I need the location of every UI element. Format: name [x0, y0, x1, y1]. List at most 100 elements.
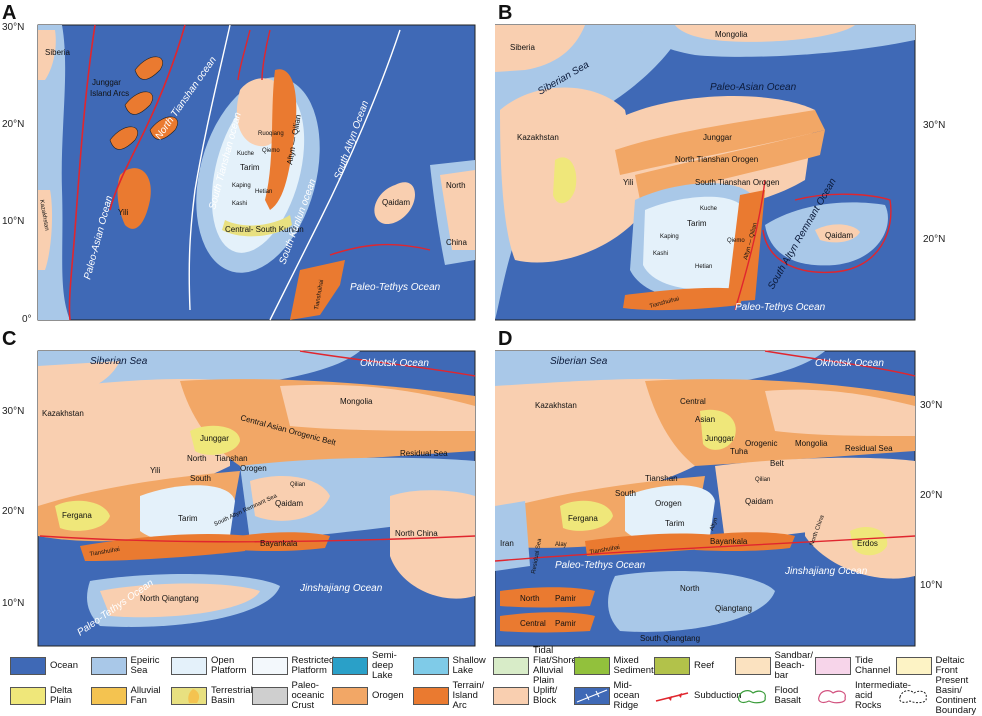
- label-north: North: [187, 454, 207, 463]
- junggar-island-arcs: [109, 56, 178, 150]
- legend-label: Subduction: [694, 690, 742, 701]
- mongolia-block: [280, 384, 475, 431]
- siberia-block: [38, 30, 56, 80]
- label-belt: Belt: [770, 459, 785, 468]
- legend-item-delta: Delta Plain: [10, 685, 90, 707]
- label-jinshajiang-ocean: Jinshajiang Ocean: [784, 566, 868, 577]
- label-tarim: Tarim: [178, 514, 198, 523]
- lat-b-30: 30°N: [923, 120, 945, 131]
- label-south: South: [190, 474, 211, 483]
- label-north-qiangtang: North: [680, 584, 700, 593]
- label-qiemo: Qiemo: [727, 238, 745, 244]
- label-hetian: Hetian: [695, 264, 712, 270]
- kazakhstan-block: [38, 190, 53, 270]
- label-qaidam: Qaidam: [745, 497, 773, 506]
- label-kashi: Kashi: [232, 201, 247, 207]
- legend-label: Paleo-oceanic Crust: [291, 680, 325, 711]
- legend-label: Tide Channel: [855, 655, 891, 676]
- legend-swatch: [898, 690, 927, 704]
- label-paleo-asian-ocean: Paleo-Asian Ocean: [710, 82, 797, 93]
- label-siberia: Siberia: [45, 48, 70, 57]
- legend-label: Orogen: [372, 690, 404, 701]
- lat-d-10: 10°N: [920, 580, 942, 591]
- legend-item-boundary: Present Basin/ Continent Boundary: [896, 676, 976, 716]
- legend-swatch: [171, 687, 207, 705]
- mongolia-block: [675, 25, 855, 42]
- legend-label: Ocean: [50, 660, 78, 671]
- label-siberia: Siberia: [510, 43, 535, 52]
- legend-label: Epeiric Sea: [130, 655, 160, 676]
- label-qaidam: Qaidam: [382, 198, 410, 207]
- label-kazakhstan: Kazakhstan: [517, 133, 559, 142]
- legend-swatch: [493, 657, 529, 675]
- panel-letter-b: B: [498, 2, 513, 24]
- panel-letter-d: D: [498, 328, 513, 350]
- qiangtang-shelf: [608, 571, 775, 632]
- legend-label: Mid-ocean Ridge: [613, 680, 640, 711]
- label-kazakhstan: Kazakhstan: [42, 409, 84, 418]
- label-residual-sea: Residual Sea: [845, 444, 893, 453]
- legend-item-orogen: Orogen: [332, 685, 404, 707]
- label-kazakhstan: Kazakhstan: [535, 401, 577, 410]
- siberia-block: [495, 25, 585, 72]
- label-tianshuihai: Tianshuihai: [314, 279, 325, 310]
- erdos-basin: [850, 526, 888, 556]
- subduction-line-west: [68, 24, 96, 321]
- legend-item-open-platform: Open Platform: [171, 655, 251, 677]
- north-tianshan-orogen: [615, 110, 825, 175]
- label-kazakhstan: Kazakhstan: [38, 199, 49, 231]
- legend-item-reef: Reef: [654, 655, 714, 677]
- legend-item-ridge: Mid-ocean Ridge: [573, 681, 654, 711]
- subduction-line-altyn: [734, 179, 766, 311]
- legend-item-ocean: Ocean: [10, 655, 78, 677]
- label-qaidam: Qaidam: [825, 231, 853, 240]
- tianshuihai-block: [290, 260, 345, 320]
- label-erdos: Erdos: [857, 539, 878, 548]
- label-fergana: Fergana: [62, 511, 92, 520]
- legend-label: Mixed Sedimentation: [613, 655, 675, 676]
- label-tarim: Tarim: [687, 219, 707, 228]
- legend-swatch: [818, 690, 846, 704]
- label-yili: Yili: [118, 208, 129, 217]
- mid-ocean-ridge-south-tianshan: [188, 24, 231, 311]
- panel-b-map: 30°N 20°N Siberia Mongolia Siberian Sea …: [495, 24, 945, 321]
- legend-label: Uplift/ Block: [533, 685, 558, 706]
- label-mongolia: Mongolia: [795, 439, 828, 448]
- legend-swatch: [251, 687, 288, 705]
- label-mongolia: Mongolia: [340, 397, 373, 406]
- kazakhstan-block: [495, 378, 695, 511]
- subduction-line-okhotsk: [764, 350, 916, 377]
- legend-label: Flood Basalt: [774, 685, 801, 706]
- legend-item-terrain: Terrain/ Island Arc: [412, 681, 493, 711]
- yili-block: [117, 168, 151, 229]
- central-south-kunlun: [222, 215, 292, 237]
- label-tianshan: Tianshan: [645, 474, 678, 483]
- label-qilian: Qilian: [290, 482, 305, 488]
- legend-item-intermediate: Intermediate-acid Rocks: [815, 681, 911, 711]
- north-qiangtang-block: [100, 583, 260, 618]
- legend-swatch: [90, 687, 127, 705]
- legend-swatch: [655, 692, 689, 702]
- junggar-basin: [190, 425, 240, 455]
- north-china-block: [440, 170, 475, 250]
- mongolia-block: [765, 389, 915, 436]
- legend-swatch: [734, 657, 771, 675]
- label-paleo-tethys-ocean: Paleo-Tethys Ocean: [350, 282, 441, 293]
- legend-item-mixed: Mixed Sedimentation: [573, 655, 675, 677]
- legend-label: Sandbar/ Beach-bar: [774, 650, 814, 681]
- label-central-pamir: Central: [520, 619, 546, 628]
- qaidam-block: [374, 182, 415, 225]
- lat-a-30: 30°N: [2, 22, 24, 33]
- label-junggar: Junggar: [92, 78, 121, 87]
- legend-swatch: [895, 657, 932, 675]
- legend-item-alluvial: Alluvial Fan: [90, 685, 171, 707]
- label-iran: Iran: [500, 539, 514, 548]
- panel-a-map: 30°N 20°N 10°N 0° Siberia Kazakhstan Jun…: [2, 22, 476, 325]
- south-tianshan-orogen: [635, 130, 825, 200]
- label-kaping: Kaping: [660, 234, 679, 240]
- tarim-platform: [140, 485, 235, 543]
- siberia-block: [38, 361, 120, 396]
- label-okhotsk-ocean: Okhotsk Ocean: [815, 358, 884, 369]
- legend-item-restricted: Restricted Platform: [251, 655, 334, 677]
